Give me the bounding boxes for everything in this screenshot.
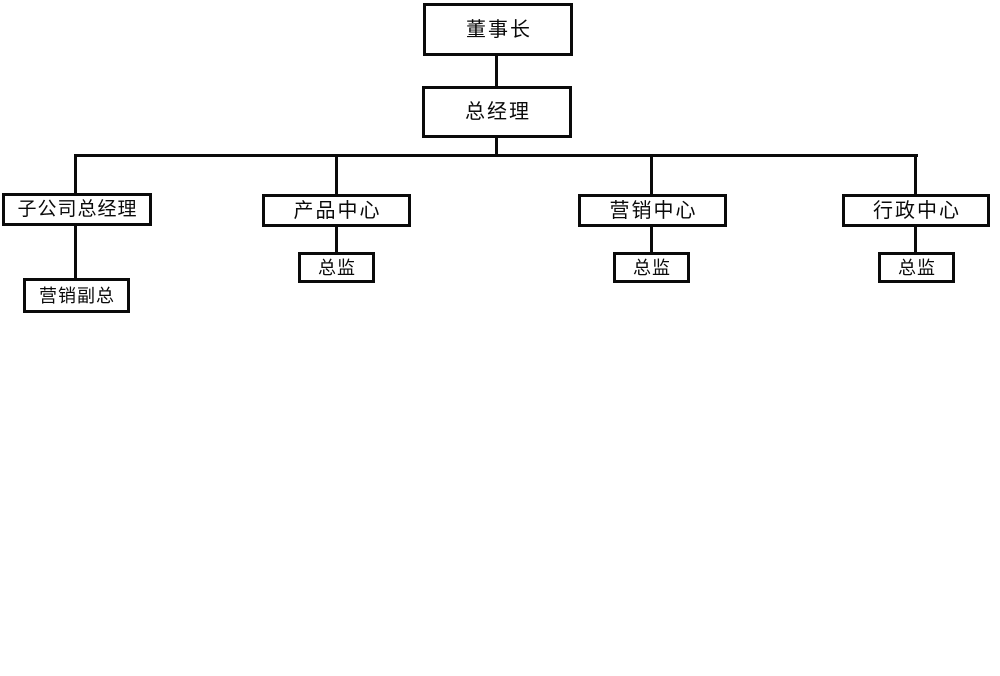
connector-chairman-to-gm	[495, 56, 498, 86]
connector-rail-horizontal	[74, 154, 918, 157]
org-node-general-manager: 总经理	[422, 86, 572, 138]
connector-admin-to-director	[914, 227, 917, 252]
org-node-marketing-center: 营销中心	[578, 194, 727, 227]
connector-rail-to-marketing	[650, 154, 653, 195]
org-node-admin-center: 行政中心	[842, 194, 990, 227]
connector-rail-to-subsidiary	[74, 154, 77, 194]
connector-rail-to-product	[335, 154, 338, 195]
connector-gm-to-rail	[495, 138, 498, 156]
org-node-chairman: 董事长	[423, 3, 573, 56]
org-node-subsidiary-gm: 子公司总经理	[2, 193, 152, 226]
connector-marketing-to-director	[650, 227, 653, 252]
org-node-marketing-vp: 营销副总	[23, 278, 130, 313]
connector-rail-to-admin	[914, 154, 917, 195]
connector-product-to-director	[335, 227, 338, 252]
org-node-admin-director: 总监	[878, 252, 955, 283]
org-node-marketing-director: 总监	[613, 252, 690, 283]
org-node-product-center: 产品中心	[262, 194, 411, 227]
connector-subsidiary-to-vp	[74, 226, 77, 278]
org-node-product-director: 总监	[298, 252, 375, 283]
